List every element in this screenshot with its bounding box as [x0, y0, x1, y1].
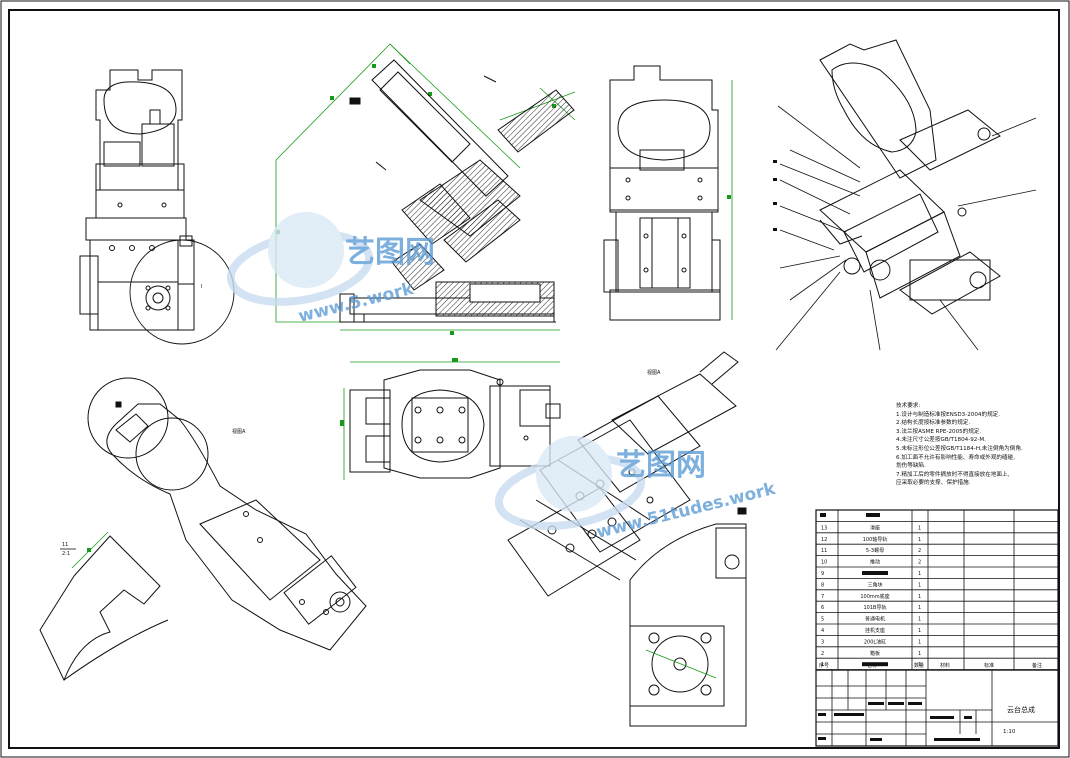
bom-cell-qty: 1: [918, 571, 921, 577]
front-view: [79, 69, 235, 345]
tech-note: 5.未标注形位公差按GB/T1184-H,未注倒角为倒角.: [896, 445, 1023, 452]
tech-note: 7.精加工后的零件摘放时不得直接放在地面上,: [896, 471, 1010, 478]
bom-cell-no: 4: [821, 628, 824, 634]
bom-header-qty: 数量: [914, 662, 924, 669]
tech-note: 6.加工面不允许有影响性能、寿命或外观的磕碰,: [896, 454, 1015, 461]
bom-cell-no: 1: [821, 662, 824, 668]
bom-header-name: 名称: [867, 662, 877, 669]
top-view: [340, 358, 561, 480]
isometric-view: [773, 39, 1037, 351]
detail-marker: I: [201, 284, 202, 290]
bom-table: [815, 509, 1059, 671]
section-view: [275, 43, 576, 335]
bom-cell-name: 100轴导轨: [863, 536, 888, 543]
tech-note: 4.未注尺寸公差按GB/T1804-92-M.: [896, 437, 986, 444]
bom-header-no: 序号: [819, 662, 829, 669]
bom-header-material: 材料: [940, 662, 950, 669]
bom-header-mark: [866, 513, 880, 517]
tech-note: 2.结构长度按标准参数的规定.: [896, 420, 971, 427]
bom-cell-qty: 1: [918, 594, 921, 600]
detail-view-i: [39, 531, 169, 682]
bom-cell-no: 9: [821, 571, 824, 577]
bom-cell-name: 200L油缸: [864, 638, 886, 645]
bom-cell-qty: 1: [918, 617, 921, 623]
bom-cell-no: 2: [821, 651, 824, 657]
view-a-label-top: 视图A: [647, 369, 661, 376]
bom-cell-qty: 2: [918, 548, 921, 554]
bom-cell-name: 100mm底座: [860, 593, 889, 600]
watermark-top: 艺图网 www.5.work: [226, 212, 435, 327]
bom-cell-qty: 1: [918, 605, 921, 611]
bom-header-standard: 标准: [984, 662, 994, 669]
bom-cell-name-mark: [862, 662, 888, 667]
bom-cell-name-mark: [862, 571, 888, 575]
bom-cell-no: 8: [821, 582, 824, 588]
bom-cell-no: 3: [821, 639, 824, 645]
bom-cell-name: 挂机支座: [865, 627, 885, 634]
end-detail-view: [629, 507, 747, 727]
watermark-brand-bottom: 艺图网: [616, 448, 706, 483]
view-a-label-left: 视图A: [232, 428, 246, 435]
bom-cell-qty: 1: [918, 662, 921, 668]
side-view: [603, 65, 733, 321]
tech-note: 应采取必要的支撑、保护措施.: [896, 480, 971, 487]
bom-cell-name: 101B导轨: [864, 604, 887, 611]
bom-cell-qty: 1: [918, 525, 921, 531]
drawing-scale: 1:10: [1003, 729, 1016, 735]
bom-cell-qty: 1: [918, 639, 921, 645]
drawing-name: 云台总成: [1007, 705, 1035, 714]
bom-cell-name: 滑座: [870, 524, 880, 531]
detail-scale-top: 11: [62, 542, 68, 548]
bom-cell-no: 6: [821, 605, 824, 611]
bom-cell-qty: 1: [918, 537, 921, 543]
watermark-brand-top: 艺图网: [345, 235, 435, 270]
tech-note: 1.设计与制造标准按ENSD3-2004的规定.: [896, 411, 1001, 418]
bom-cell-no: 7: [821, 594, 824, 600]
bom-header-remark: 备注: [1032, 662, 1042, 669]
bom-header-mark: [820, 513, 826, 517]
watermark-bottom: 艺图网 www.51tudes.work: [494, 436, 778, 543]
tech-note: 3.法兰按ASME RPE-2005的规定.: [896, 428, 982, 435]
bom-cell-name: 三角块: [867, 581, 882, 588]
bom-cell-name: 推动: [870, 559, 880, 566]
bom-cell-name: 普通电机: [865, 616, 885, 623]
tech-notes-title: 技术要求:: [896, 403, 921, 409]
bom-cell-no: 10: [821, 560, 827, 566]
technical-requirements: 技术要求: 1.设计与制造标准按ENSD3-2004的规定. 2.结构长度按标准…: [896, 402, 1066, 488]
bom-cell-qty: 1: [918, 628, 921, 634]
title-block: [815, 669, 1059, 747]
bom-cell-qty: 2: [918, 560, 921, 566]
bom-cell-name: 5-3螺母: [866, 547, 884, 554]
bom-cell-qty: 1: [918, 582, 921, 588]
bom-cell-no: 12: [821, 537, 827, 543]
bom-cell-no: 5: [821, 617, 824, 623]
detail-scale-bottom: 2:1: [62, 551, 70, 557]
bom-cell-name: 箱板: [870, 650, 880, 657]
tech-note: 划伤等缺陷.: [896, 463, 926, 470]
bom-cell-no: 11: [821, 548, 827, 554]
bom-cell-qty: 1: [918, 651, 921, 657]
view-a-rotated: [87, 377, 367, 651]
bom-cell-no: 13: [821, 525, 827, 531]
